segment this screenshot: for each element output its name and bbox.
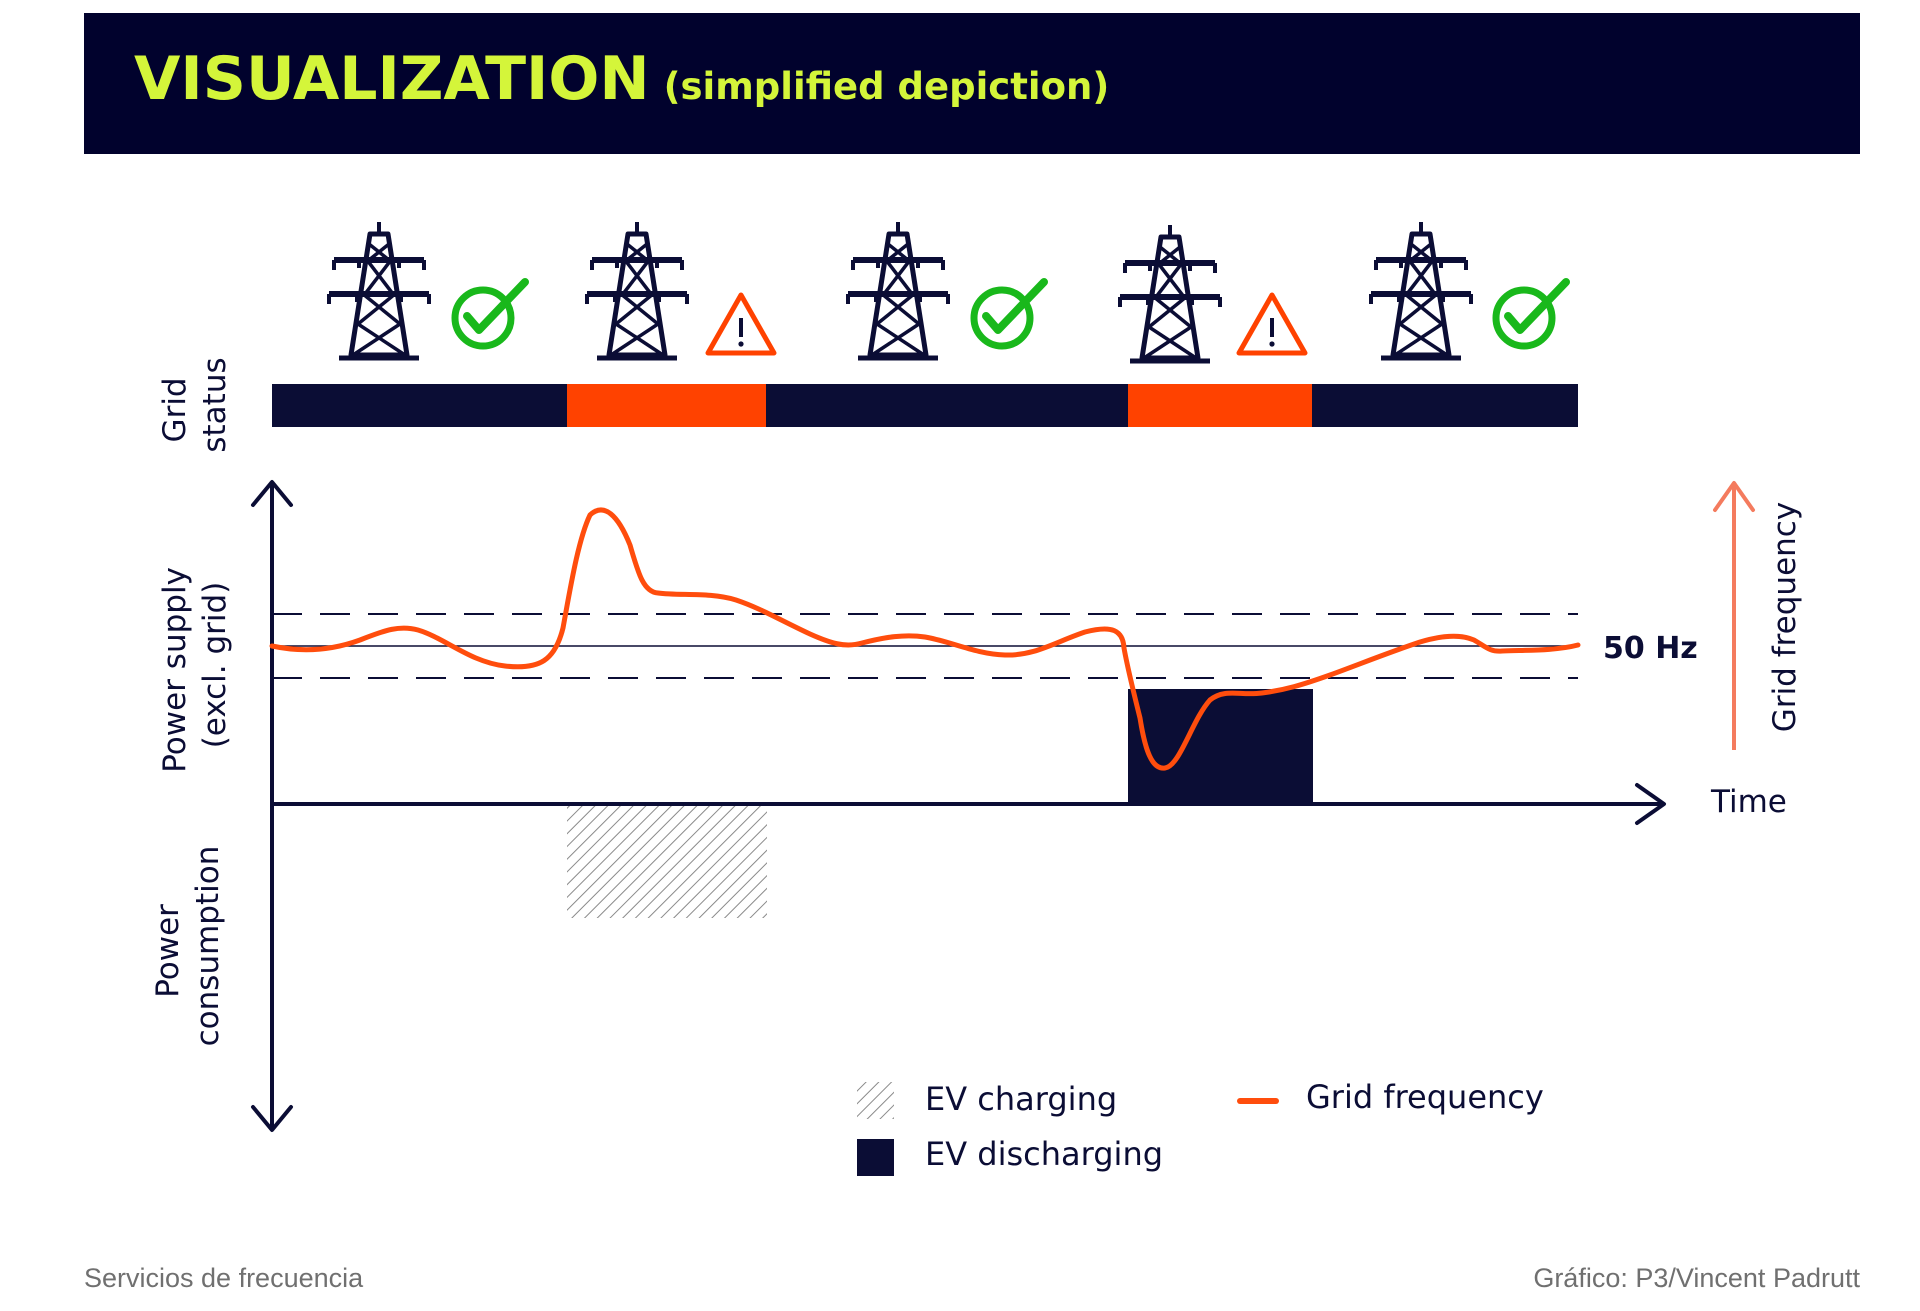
grid-status-segment-ok bbox=[766, 384, 1129, 427]
warning-triangle-icon bbox=[1239, 295, 1305, 353]
power-tower-icon bbox=[329, 222, 429, 358]
check-circle-icon bbox=[455, 282, 525, 346]
header-title: VISUALIZATION(simplified depiction) bbox=[134, 49, 1109, 109]
grid-status-segment-ok bbox=[272, 384, 568, 427]
time-axis-arrow bbox=[1635, 783, 1666, 825]
power-tower-icon bbox=[848, 222, 948, 358]
time-axis-label: Time bbox=[1710, 784, 1787, 820]
legend-swatch-ev-discharging bbox=[857, 1139, 894, 1176]
check-circle-icon bbox=[974, 282, 1044, 346]
legend-swatch-ev-charging bbox=[857, 1082, 894, 1119]
power-supply-label: Power supply (excl. grid) bbox=[157, 557, 233, 773]
warning-triangle-icon bbox=[708, 295, 774, 353]
header-banner: VISUALIZATION (simplified depiction) bbox=[84, 13, 1860, 154]
grid-status-segment-warning bbox=[567, 384, 767, 427]
header-subtitle: (simplified depiction) bbox=[663, 65, 1110, 108]
power-axis-arrow-up bbox=[251, 480, 293, 507]
ev-discharging-block bbox=[1128, 689, 1313, 804]
header-title-text: VISUALIZATION bbox=[134, 44, 650, 114]
legend-label-grid-frequency: Grid frequency bbox=[1306, 1078, 1544, 1116]
grid-status-segment-ok bbox=[1312, 384, 1578, 427]
power-tower-icon bbox=[1371, 222, 1471, 358]
legend-label-ev-charging: EV charging bbox=[925, 1080, 1117, 1118]
footer-caption: Servicios de frecuencia bbox=[84, 1263, 364, 1293]
footer-credit: Gráfico: P3/Vincent Padrutt bbox=[1533, 1263, 1860, 1293]
grid-frequency-axis-label: Grid frequency bbox=[1767, 502, 1803, 732]
grid-status-segment-warning bbox=[1128, 384, 1313, 427]
check-circle-icon bbox=[1496, 282, 1566, 346]
status-icon-row bbox=[329, 222, 1566, 361]
ev-charging-block bbox=[567, 806, 767, 918]
power-axis-arrow-down bbox=[251, 1105, 293, 1132]
grid-status-label: Grid status bbox=[157, 357, 233, 452]
power-tower-icon bbox=[587, 222, 687, 358]
grid-frequency-curve bbox=[269, 507, 1581, 771]
power-tower-icon bbox=[1120, 225, 1220, 361]
legend-label-ev-discharging: EV discharging bbox=[925, 1135, 1163, 1173]
grid-status-bar bbox=[272, 384, 1578, 427]
power-consumption-label: Power consumption bbox=[150, 846, 226, 1047]
grid-frequency-axis-arrow bbox=[1713, 481, 1755, 512]
legend: EV charging EV discharging Grid frequenc… bbox=[857, 1078, 1544, 1176]
reference-line-label: 50 Hz bbox=[1603, 631, 1698, 666]
